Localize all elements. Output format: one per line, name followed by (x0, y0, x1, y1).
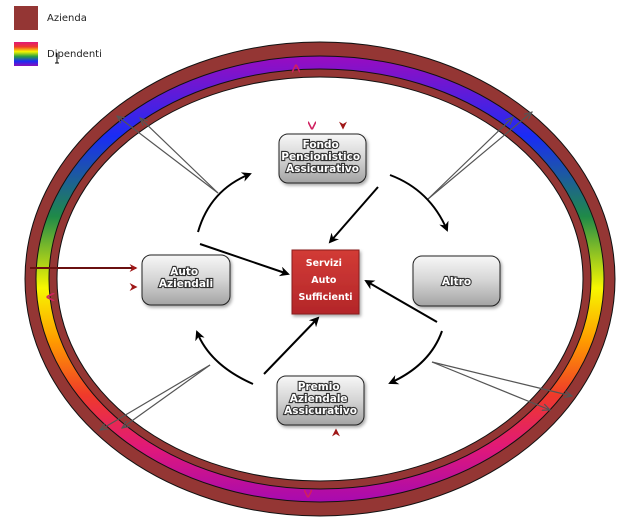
connector-bottomleft-inner (122, 364, 211, 428)
node-premio-line-1: Premio (298, 381, 340, 393)
text-cursor-icon (55, 53, 59, 64)
node-premio-label: Premio Aziendale Assicurativo (284, 381, 357, 417)
legend-label-azienda: Azienda (47, 13, 87, 24)
node-fondo-line-3: Assicurativo (286, 163, 359, 175)
node-fondo-label: Fondo Pensionistico Assicurativo (281, 139, 363, 175)
node-servizi-line-3: Sufficienti (298, 292, 352, 303)
cycle-arrows (195, 172, 449, 385)
node-premio-line-3: Assicurativo (284, 405, 357, 417)
arrow-fondo-to-servizi (328, 186, 379, 244)
legend: Azienda Dipendenti (14, 6, 102, 66)
node-altro-box (412, 255, 501, 307)
node-premio-line-2: Aziendale (290, 393, 348, 405)
ring-connectors (100, 112, 572, 430)
arrow-premio-to-servizi (263, 316, 320, 375)
arrow-premio-to-auto (195, 330, 254, 385)
connector-topleft-inner (140, 118, 219, 194)
arrow-auto-to-fondo (197, 172, 252, 233)
node-auto-line-1: Auto (170, 266, 198, 278)
node-fondo-box (278, 133, 367, 184)
node-altro-label: Altro (442, 276, 471, 288)
node-auto[interactable]: Auto Aziendali (141, 254, 231, 306)
connector-bottomright-inner (431, 361, 550, 410)
node-servizi-label: Servizi Auto Sufficienti (298, 258, 352, 303)
node-altro[interactable]: Altro (412, 255, 501, 307)
legend-swatch-azienda (14, 6, 38, 30)
arrow-auto-to-servizi (199, 243, 290, 277)
legend-item-dipendenti: Dipendenti (14, 42, 102, 66)
premio-flows (308, 428, 340, 510)
node-fondo[interactable]: Fondo Pensionistico Assicurativo (278, 133, 367, 184)
arrow-altro-to-servizi (364, 279, 438, 323)
connector-topleft-outer (117, 116, 219, 194)
auto-flows (30, 264, 138, 297)
node-auto-box (141, 254, 231, 306)
node-servizi[interactable]: Servizi Auto Sufficienti (291, 249, 360, 315)
node-auto-line-2: Aziendali (159, 278, 213, 290)
connector-topright-outer (427, 112, 532, 200)
node-servizi-line-2: Auto (311, 275, 337, 286)
node-fondo-line-1: Fondo (303, 139, 339, 151)
connector-bottomleft-outer (100, 364, 211, 430)
legend-item-azienda: Azienda (14, 6, 87, 30)
node-premio[interactable]: Premio Aziendale Assicurativo (276, 375, 365, 426)
node-fondo-line-2: Pensionistico (281, 151, 360, 163)
node-premio-box (276, 375, 365, 426)
node-servizi-box (291, 249, 360, 315)
legend-label-dipendenti: Dipendenti (47, 49, 102, 60)
node-altro-line-1: Altro (442, 276, 471, 288)
fondo-flows (296, 48, 347, 130)
legend-swatch-dipendenti (14, 42, 38, 66)
connector-bottomright-outer (431, 361, 572, 396)
node-auto-label: Auto Aziendali (159, 266, 213, 290)
arrow-fondo-to-altro (389, 174, 449, 232)
connector-topright-inner (427, 117, 513, 200)
node-servizi-line-1: Servizi (306, 258, 342, 269)
arrow-altro-to-premio (388, 330, 443, 385)
